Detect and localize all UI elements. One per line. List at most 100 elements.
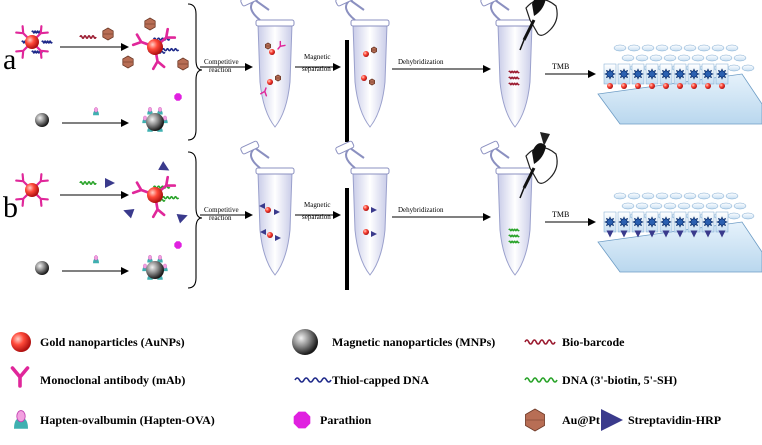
plate-well	[711, 44, 725, 52]
step-label-separation: separation	[302, 65, 331, 73]
plate-well	[705, 54, 719, 62]
magnet-bar	[345, 40, 349, 142]
plate-well	[635, 202, 649, 210]
plate-well	[649, 54, 663, 62]
streptavidin-hrp-icon	[601, 409, 623, 431]
plate-well	[727, 212, 741, 220]
plate-well	[683, 192, 697, 200]
tube-dehybridization	[479, 0, 535, 129]
gold-nanoparticle-icon	[607, 83, 613, 89]
microplate	[597, 192, 762, 273]
plate-well	[725, 44, 739, 52]
parathion-icon	[293, 411, 311, 429]
legend-item: Bio-barcode	[524, 335, 625, 349]
streptavidin-hrp-icon	[634, 230, 642, 238]
gold-nanoparticle-icon	[649, 83, 655, 89]
legend-label: Magnetic nanoparticles (MNPs)	[332, 335, 495, 349]
plate-well	[641, 192, 655, 200]
antibody-icon	[259, 87, 268, 97]
antibody-icon	[131, 181, 149, 195]
gold-nanoparticle-icon	[691, 83, 697, 89]
signal-spot-icon	[702, 216, 714, 228]
signal-spot-icon	[604, 216, 616, 228]
legend: Gold nanoparticles (AuNPs) Magnetic nanop…	[10, 329, 721, 432]
gold-nanoparticle-icon	[621, 83, 627, 89]
gold-nanoparticle-icon	[363, 51, 369, 57]
gold-nanoparticle-icon	[267, 79, 273, 85]
signal-spot-icon	[660, 216, 672, 228]
plate-well	[677, 54, 691, 62]
legend-label: Gold nanoparticles (AuNPs)	[40, 335, 185, 349]
plate-well	[649, 202, 663, 210]
signal-spot-icon	[632, 68, 644, 80]
antibody-icon	[10, 366, 30, 388]
gold-nanoparticle-icon	[147, 39, 163, 55]
streptavidin-hrp-icon	[662, 230, 670, 238]
antibody-icon	[159, 27, 177, 44]
plate-well	[621, 54, 635, 62]
parathion-icon	[174, 241, 182, 249]
gold-nanoparticle-icon	[705, 83, 711, 89]
step-label-reaction: reaction	[209, 214, 232, 222]
signal-spot-icon	[646, 216, 658, 228]
streptavidin-hrp-icon	[718, 230, 726, 238]
antibody-icon	[277, 40, 286, 50]
gold-nanoparticle-icon	[361, 75, 367, 81]
tube-magnetic-separation	[334, 0, 390, 129]
legend-label: DNA (3'-biotin, 5'-SH)	[562, 373, 677, 387]
antibody-icon	[15, 45, 29, 59]
gold-nanoparticle-icon	[25, 35, 39, 49]
legend-label: Streptavidin-HRP	[628, 413, 721, 427]
plate-well	[733, 54, 747, 62]
plate-well	[677, 202, 691, 210]
streptavidin-hrp-icon	[158, 161, 170, 171]
tube-magnetic-separation	[334, 139, 390, 276]
streptavidin-hrp-icon	[620, 230, 628, 238]
plate-well	[697, 192, 711, 200]
plate-well	[663, 54, 677, 62]
plate-well	[621, 202, 635, 210]
legend-item: DNA (3'-biotin, 5'-SH)	[524, 373, 677, 387]
legend-item: Streptavidin-HRP	[601, 409, 721, 431]
parathion-icon	[174, 93, 182, 101]
streptavidin-hrp-icon	[260, 229, 266, 235]
antibody-icon	[151, 53, 166, 71]
signal-spot-icon	[660, 68, 672, 80]
signal-spot-icon	[618, 68, 630, 80]
biotin-dna-icon	[161, 195, 180, 200]
step-label-reaction: reaction	[209, 66, 232, 74]
gold-nanoparticle-icon	[25, 183, 39, 197]
signal-spot-icon	[716, 68, 728, 80]
streptavidin-hrp-icon	[123, 209, 135, 219]
biotin-dna-icon	[524, 377, 558, 383]
signal-spot-icon	[618, 216, 630, 228]
plate-well	[663, 202, 677, 210]
legend-item: Magnetic nanoparticles (MNPs)	[292, 329, 495, 355]
magnetic-nanoparticle-icon	[292, 329, 318, 355]
plate-well	[733, 202, 747, 210]
bio-barcode-icon	[524, 339, 556, 345]
pipette-hand	[518, 130, 559, 200]
gold-nanoparticle-icon	[363, 229, 369, 235]
signal-spot-icon	[632, 216, 644, 228]
streptavidin-hrp-icon	[676, 230, 684, 238]
biotin-dna-icon	[508, 240, 520, 244]
antibody-icon	[35, 193, 49, 207]
thiol-dna-icon	[41, 40, 53, 44]
plate-well	[711, 192, 725, 200]
hapten-ova-icon	[93, 255, 99, 264]
gold-nanoparticle-icon	[719, 83, 725, 89]
signal-spot-icon	[646, 68, 658, 80]
plate-well	[683, 44, 697, 52]
bio-barcode-icon	[508, 82, 520, 86]
signal-spot-icon	[702, 68, 714, 80]
plate-well	[727, 64, 741, 72]
signal-spot-icon	[688, 216, 700, 228]
plate-well	[669, 192, 683, 200]
antibody-icon	[131, 33, 149, 47]
magnetic-nanoparticle-icon	[35, 113, 49, 127]
plate-well	[613, 44, 627, 52]
plate-well	[725, 192, 739, 200]
gold-nanoparticle-icon	[11, 332, 31, 352]
